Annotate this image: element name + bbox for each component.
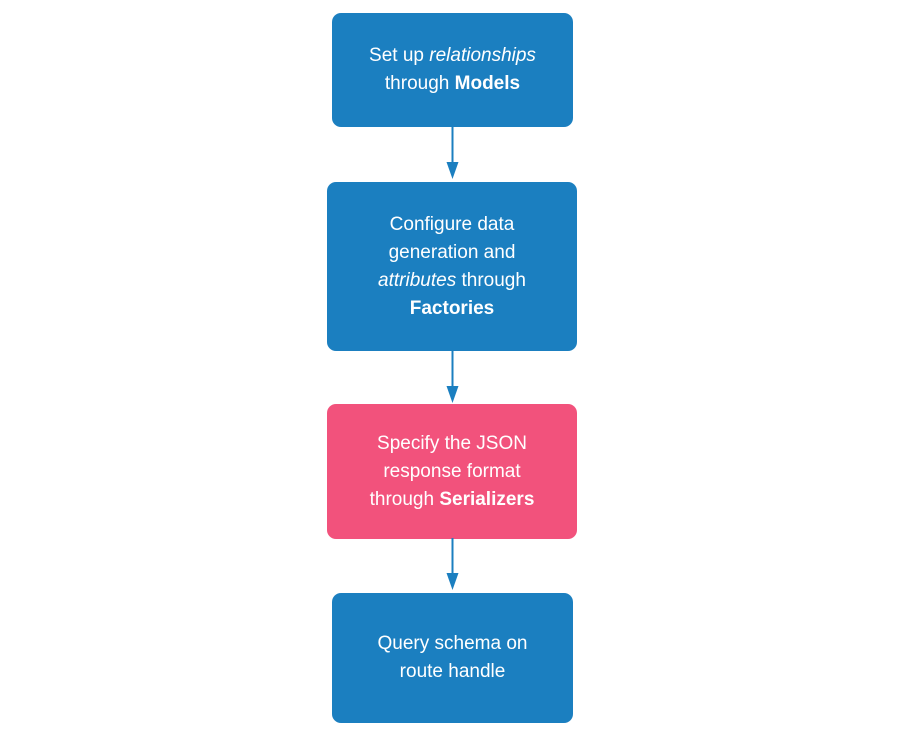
label-segment-bold: Serializers	[439, 488, 535, 510]
label-segment: route handle	[399, 661, 506, 682]
label-segment: through	[456, 269, 526, 291]
label-segment: Set up	[369, 45, 430, 66]
label-line: through Serializers	[327, 486, 577, 514]
label-segment: Configure data	[389, 213, 515, 235]
label-segment: through	[384, 73, 455, 94]
label-line: generation and	[327, 239, 577, 267]
label-segment: response format	[383, 460, 521, 482]
label-line: Set up relationships	[332, 42, 573, 70]
down-arrow-icon	[446, 538, 459, 590]
down-arrow-icon	[446, 127, 459, 179]
label-line: Query schema on	[332, 630, 573, 658]
label-segment: generation and	[388, 241, 516, 263]
flow-node-serializers: Specify the JSON response format through…	[327, 404, 577, 539]
label-line: Specify the JSON	[327, 430, 577, 458]
label-line: Factories	[327, 295, 577, 323]
node-label: Configure data generation and attributes…	[327, 211, 577, 323]
label-segment-bold: Factories	[409, 297, 495, 319]
label-line: attributes through	[327, 267, 577, 295]
node-label: Specify the JSON response format through…	[327, 430, 577, 514]
flow-node-models: Set up relationships through Models	[332, 13, 573, 127]
label-segment: Query schema on	[377, 633, 528, 654]
arrow-head	[446, 162, 459, 179]
arrow-head	[446, 573, 459, 590]
node-label: Set up relationships through Models	[332, 42, 573, 98]
arrow-head	[446, 386, 459, 403]
flow-node-route-handle: Query schema on route handle	[332, 593, 573, 723]
label-line: Configure data	[327, 211, 577, 239]
label-segment: Specify the JSON	[377, 432, 527, 454]
label-line: through Models	[332, 70, 573, 98]
label-line: route handle	[332, 658, 573, 686]
label-line: response format	[327, 458, 577, 486]
flow-node-factories: Configure data generation and attributes…	[327, 182, 577, 351]
label-segment-bold: Models	[454, 73, 521, 94]
label-segment: through	[369, 488, 440, 510]
down-arrow-icon	[446, 351, 459, 403]
label-segment-italic: attributes	[378, 269, 457, 291]
node-label: Query schema on route handle	[332, 630, 573, 686]
label-segment-italic: relationships	[429, 45, 536, 66]
